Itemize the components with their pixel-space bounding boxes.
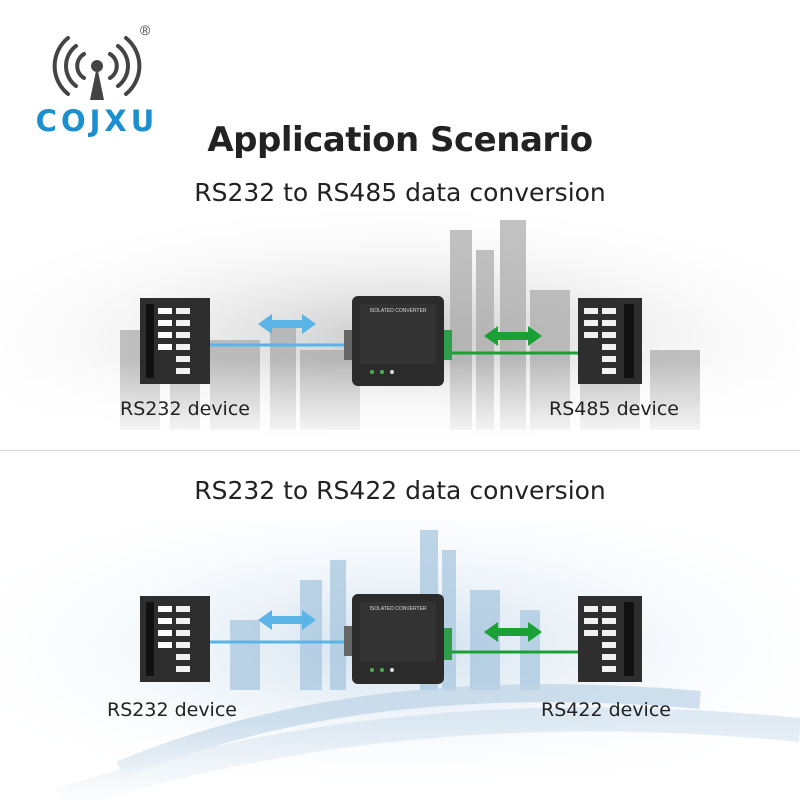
scenario-2-subtitle: RS232 to RS422 data conversion	[194, 476, 606, 505]
wireless-signal-icon	[52, 36, 142, 100]
rs232-device-icon	[140, 596, 210, 682]
rs485-device-icon	[578, 298, 642, 384]
page-title: Application Scenario	[207, 120, 593, 160]
scenario-1-subtitle: RS232 to RS485 data conversion	[194, 178, 606, 207]
scenario-1-diagram: ISOLATED CONVERTER	[140, 296, 642, 386]
city-background	[0, 520, 800, 800]
converter-device-icon: ISOLATED CONVERTER	[344, 594, 452, 684]
left-device-label: RS232 device	[120, 398, 250, 420]
svg-text:ISOLATED CONVERTER: ISOLATED CONVERTER	[369, 308, 426, 314]
brand-logo: ® COJXU	[22, 20, 172, 138]
rs422-device-icon	[578, 596, 642, 682]
left-device-label: RS232 device	[107, 699, 237, 721]
rs232-device-icon	[140, 298, 210, 384]
right-device-label: RS485 device	[549, 398, 679, 420]
scenario-2-diagram: ISOLATED CONVERTER	[140, 594, 642, 684]
bidirectional-arrow-icon	[484, 326, 542, 346]
right-device-label: RS422 device	[541, 699, 671, 721]
bidirectional-arrow-icon	[258, 314, 316, 334]
registered-mark: ®	[140, 22, 151, 38]
bidirectional-arrow-icon	[484, 622, 542, 642]
svg-text:ISOLATED CONVERTER: ISOLATED CONVERTER	[369, 606, 426, 612]
converter-device-icon: ISOLATED CONVERTER	[344, 296, 452, 386]
brand-name: COJXU	[35, 104, 159, 138]
bidirectional-arrow-icon	[258, 610, 316, 630]
section-divider	[0, 450, 800, 451]
